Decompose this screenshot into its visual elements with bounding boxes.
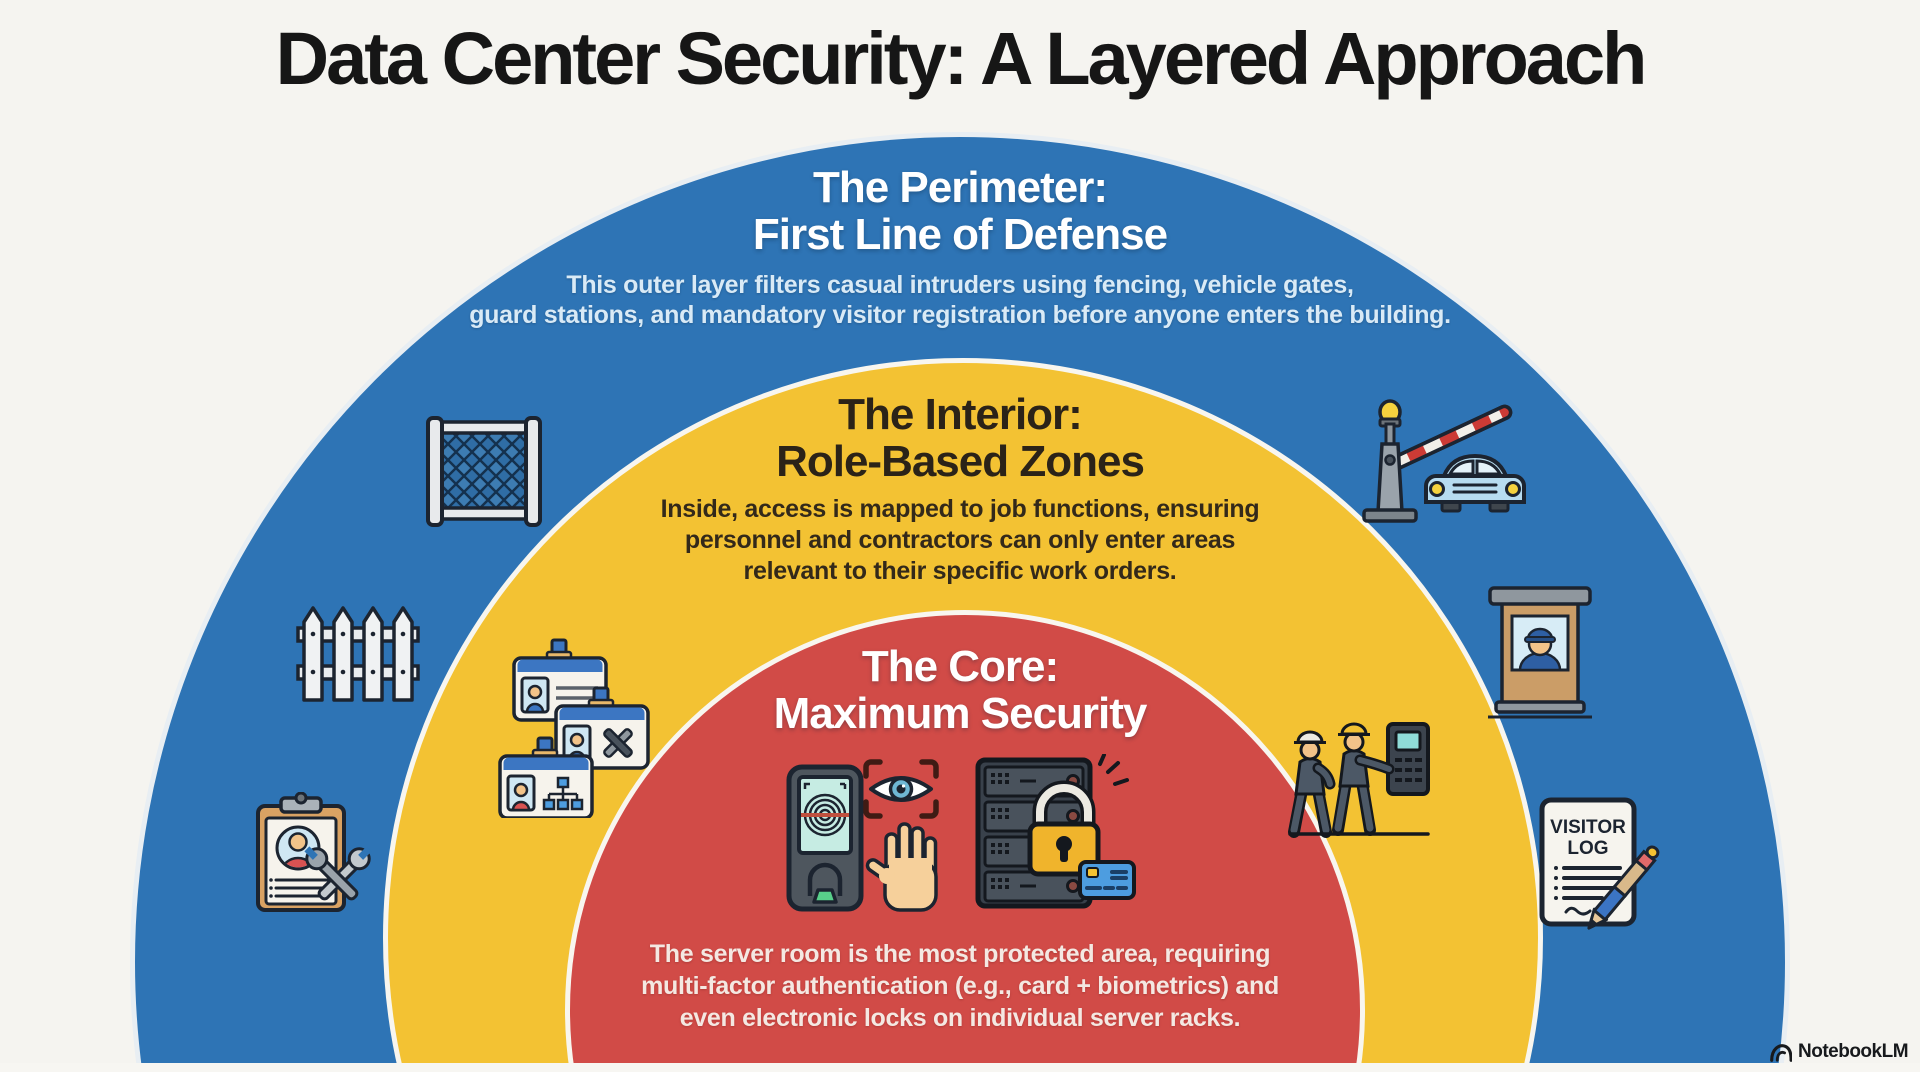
interior-body-line2: personnel and contractors can only enter…	[684, 526, 1236, 554]
interior-body-line3: relevant to their specific work orders.	[743, 557, 1177, 585]
chain-link-fence-icon	[424, 412, 544, 530]
id-badges-icon	[498, 636, 654, 818]
core-body-line2: multi-factor authentication (e.g., card …	[641, 972, 1279, 1000]
guard-booth-icon	[1488, 586, 1592, 720]
interior-heading-line1: The Interior:	[838, 390, 1083, 439]
interior-heading-line2: Role-Based Zones	[776, 437, 1145, 486]
notebooklm-logo-icon	[1768, 1040, 1792, 1064]
perimeter-heading-line1: The Perimeter:	[812, 163, 1108, 212]
visitor-log-label-line1: VISITOR	[1550, 817, 1626, 838]
work-order-clipboard-icon	[246, 792, 374, 916]
interior-body-line1: Inside, access is mapped to job function…	[660, 495, 1260, 523]
vehicle-gate-icon	[1348, 396, 1530, 528]
perimeter-heading-line2: First Line of Defense	[752, 210, 1168, 259]
notebooklm-wordmark: NotebookLM	[1798, 1041, 1909, 1062]
core-body: The server room is the most protected ar…	[0, 938, 1920, 1034]
perimeter-body-line2: guard stations, and mandatory visitor re…	[469, 301, 1451, 329]
workers-keypad-icon	[1288, 700, 1432, 840]
picket-fence-icon	[296, 602, 420, 704]
core-body-line3: even electronic locks on individual serv…	[679, 1004, 1241, 1032]
bottom-margin-strip	[0, 1063, 1920, 1072]
server-rack-lock-icon	[974, 754, 1138, 914]
core-heading-line1: The Core:	[861, 642, 1059, 691]
page-title: Data Center Security: A Layered Approach	[275, 17, 1648, 100]
perimeter-body-line1: This outer layer filters casual intruder…	[566, 271, 1354, 299]
core-body-line1: The server room is the most protected ar…	[649, 940, 1271, 968]
notebooklm-branding: NotebookLM	[1768, 1040, 1909, 1064]
core-heading-line2: Maximum Security	[773, 689, 1148, 738]
fingerprint-scanner-icon	[786, 764, 864, 912]
perimeter-body: This outer layer filters casual intruder…	[0, 270, 1920, 330]
interior-body: Inside, access is mapped to job function…	[0, 494, 1920, 587]
visitor-log-label-line2: LOG	[1567, 838, 1608, 859]
eye-scan-hand-icon	[858, 758, 944, 914]
visitor-log-icon: VISITOR LOG	[1536, 796, 1670, 936]
